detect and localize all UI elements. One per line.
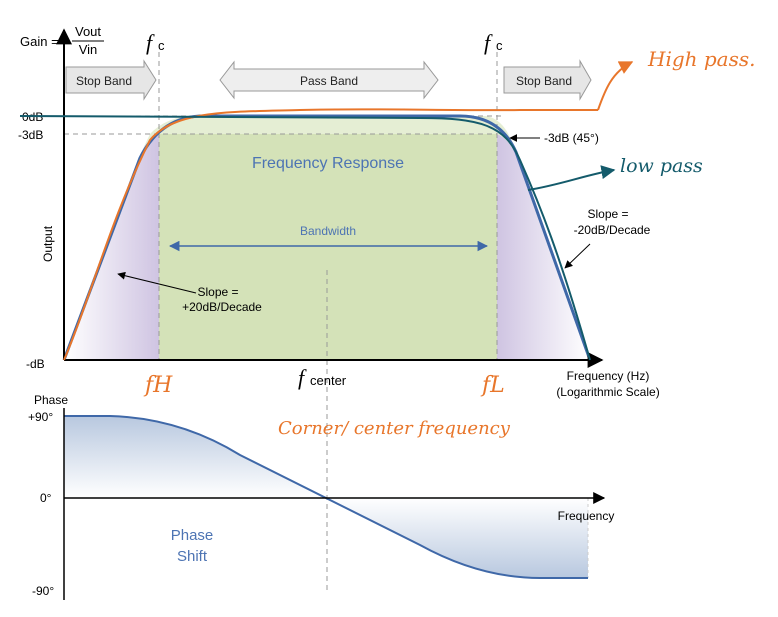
frequency-response-curve (62, 114, 592, 361)
stop-band-right-label: Stop Band (516, 74, 572, 88)
phase-shift-label-line1: Phase (171, 527, 214, 544)
tick-0-degrees: 0° (40, 491, 52, 505)
phase-plot: Phase +90° 0° -90° Frequency Phase Shift (28, 393, 614, 600)
magnitude-plot: 0dB -3dB -dB Output Frequency Response B… (18, 28, 660, 590)
low-pass-stroke (19, 115, 591, 361)
gain-denominator: Vin (79, 42, 98, 57)
low-pass-pointer (527, 165, 616, 191)
low-pass-annotation: low pass (620, 155, 703, 177)
phase-shift-curve (64, 415, 588, 579)
pass-band-label: Pass Band (300, 74, 358, 88)
stop-band-left-arrow: Stop Band (65, 59, 157, 101)
tick-minus-db: -dB (26, 357, 45, 371)
tick-minus-3db: -3dB (18, 128, 43, 142)
f-high-annotation: fH (143, 373, 173, 398)
stop-band-right-region (497, 134, 590, 360)
svg-text:c: c (496, 38, 503, 53)
f-center-label: f center (298, 365, 347, 390)
slope-left-line2: +20dB/Decade (182, 300, 262, 314)
phase-shift-label-line2: Shift (177, 548, 208, 565)
bandwidth-label: Bandwidth (300, 224, 356, 238)
stop-band-left-region (64, 134, 159, 360)
high-pass-stroke (63, 108, 598, 361)
stop-band-right-arrow: Stop Band (503, 59, 592, 101)
frequency-response-title: Frequency Response (252, 155, 404, 172)
frequency-axis-title-line2: (Logarithmic Scale) (556, 385, 659, 399)
phase-x-axis-title: Frequency (558, 509, 615, 523)
svg-text:f: f (298, 365, 307, 390)
phase-region-negative (327, 498, 588, 578)
fc-label-right: f c (484, 30, 503, 55)
svg-text:center: center (310, 373, 347, 388)
svg-text:f: f (146, 30, 155, 55)
gain-formula: Gain = Vout Vin (20, 24, 104, 57)
tick-minus-90: -90° (32, 584, 54, 598)
corner-center-frequency-annotation: Corner/ center frequency (278, 418, 511, 439)
slope-right-line2: -20dB/Decade (574, 223, 651, 237)
slope-right-pointer (564, 243, 591, 269)
handwritten-annotations: High pass. low pass fH fL Corner/ center… (19, 47, 756, 439)
gain-numerator: Vout (75, 24, 101, 39)
frequency-axis-title-line1: Frequency (Hz) (567, 369, 650, 383)
high-pass-annotation: High pass. (647, 47, 756, 71)
pass-band-arrow: Pass Band (219, 60, 439, 100)
svg-text:f: f (484, 30, 493, 55)
fc-label-left: f c (146, 30, 165, 55)
slope-left-line1: Slope = (197, 285, 238, 299)
f-low-annotation: fL (480, 373, 505, 398)
slope-left-pointer (117, 271, 197, 294)
stop-band-left-label: Stop Band (76, 74, 132, 88)
phase-region-positive (64, 416, 327, 498)
high-pass-pointer (597, 61, 634, 111)
gain-label: Gain = (20, 34, 59, 49)
phase-y-axis-title: Phase (34, 393, 68, 407)
magnitude-y-axis-title: Output (41, 225, 55, 262)
svg-text:c: c (158, 38, 165, 53)
tick-plus-90: +90° (28, 410, 53, 424)
slope-right-line1: Slope = (587, 207, 628, 221)
minus-3db-point-label: -3dB (45°) (544, 131, 599, 145)
